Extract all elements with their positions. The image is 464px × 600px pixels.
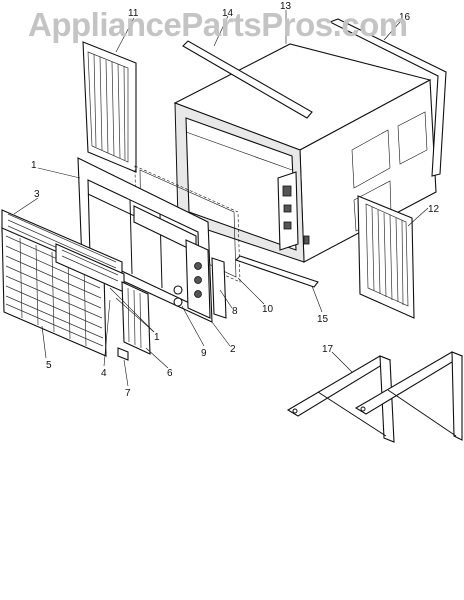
leader-lines (13, 10, 429, 387)
callout-14: 14 (222, 8, 234, 19)
callout-12: 12 (428, 204, 440, 215)
callout-labels: 1 1 2 3 4 5 6 7 8 9 10 11 12 13 14 15 16… (31, 1, 440, 399)
support-brackets-part-17[interactable] (286, 351, 464, 443)
callout-8: 8 (232, 306, 238, 317)
side-curtain-right-part-12[interactable] (357, 195, 415, 319)
callout-17: 17 (322, 344, 334, 355)
callout-3: 3 (34, 189, 40, 200)
callout-10: 10 (262, 304, 274, 315)
callout-7: 7 (125, 388, 131, 399)
callout-15: 15 (317, 314, 329, 325)
callout-1-top: 1 (31, 160, 37, 171)
callout-1-lower: 1 (154, 332, 160, 343)
callout-2: 2 (230, 344, 236, 355)
front-frame-part-2[interactable] (77, 157, 213, 323)
callout-5: 5 (46, 360, 52, 371)
callout-16: 16 (399, 12, 411, 23)
bracket-rail-part-15[interactable] (234, 255, 319, 288)
side-curtain-left-part-11[interactable] (82, 41, 137, 173)
callout-6: 6 (167, 368, 173, 379)
callout-4: 4 (101, 368, 107, 379)
control-knobs-part-9[interactable] (173, 285, 183, 307)
top-rail-part-14[interactable] (182, 40, 313, 119)
clip-part-7[interactable] (117, 347, 129, 361)
callout-13: 13 (280, 1, 292, 12)
callout-9: 9 (201, 348, 207, 359)
louver-insert-part-6[interactable] (121, 281, 151, 355)
control-cover-part-8[interactable] (211, 257, 227, 319)
callout-11: 11 (128, 8, 139, 19)
rear-gasket-part-16[interactable] (328, 18, 447, 177)
grille-louver-part-5[interactable] (1, 227, 107, 357)
